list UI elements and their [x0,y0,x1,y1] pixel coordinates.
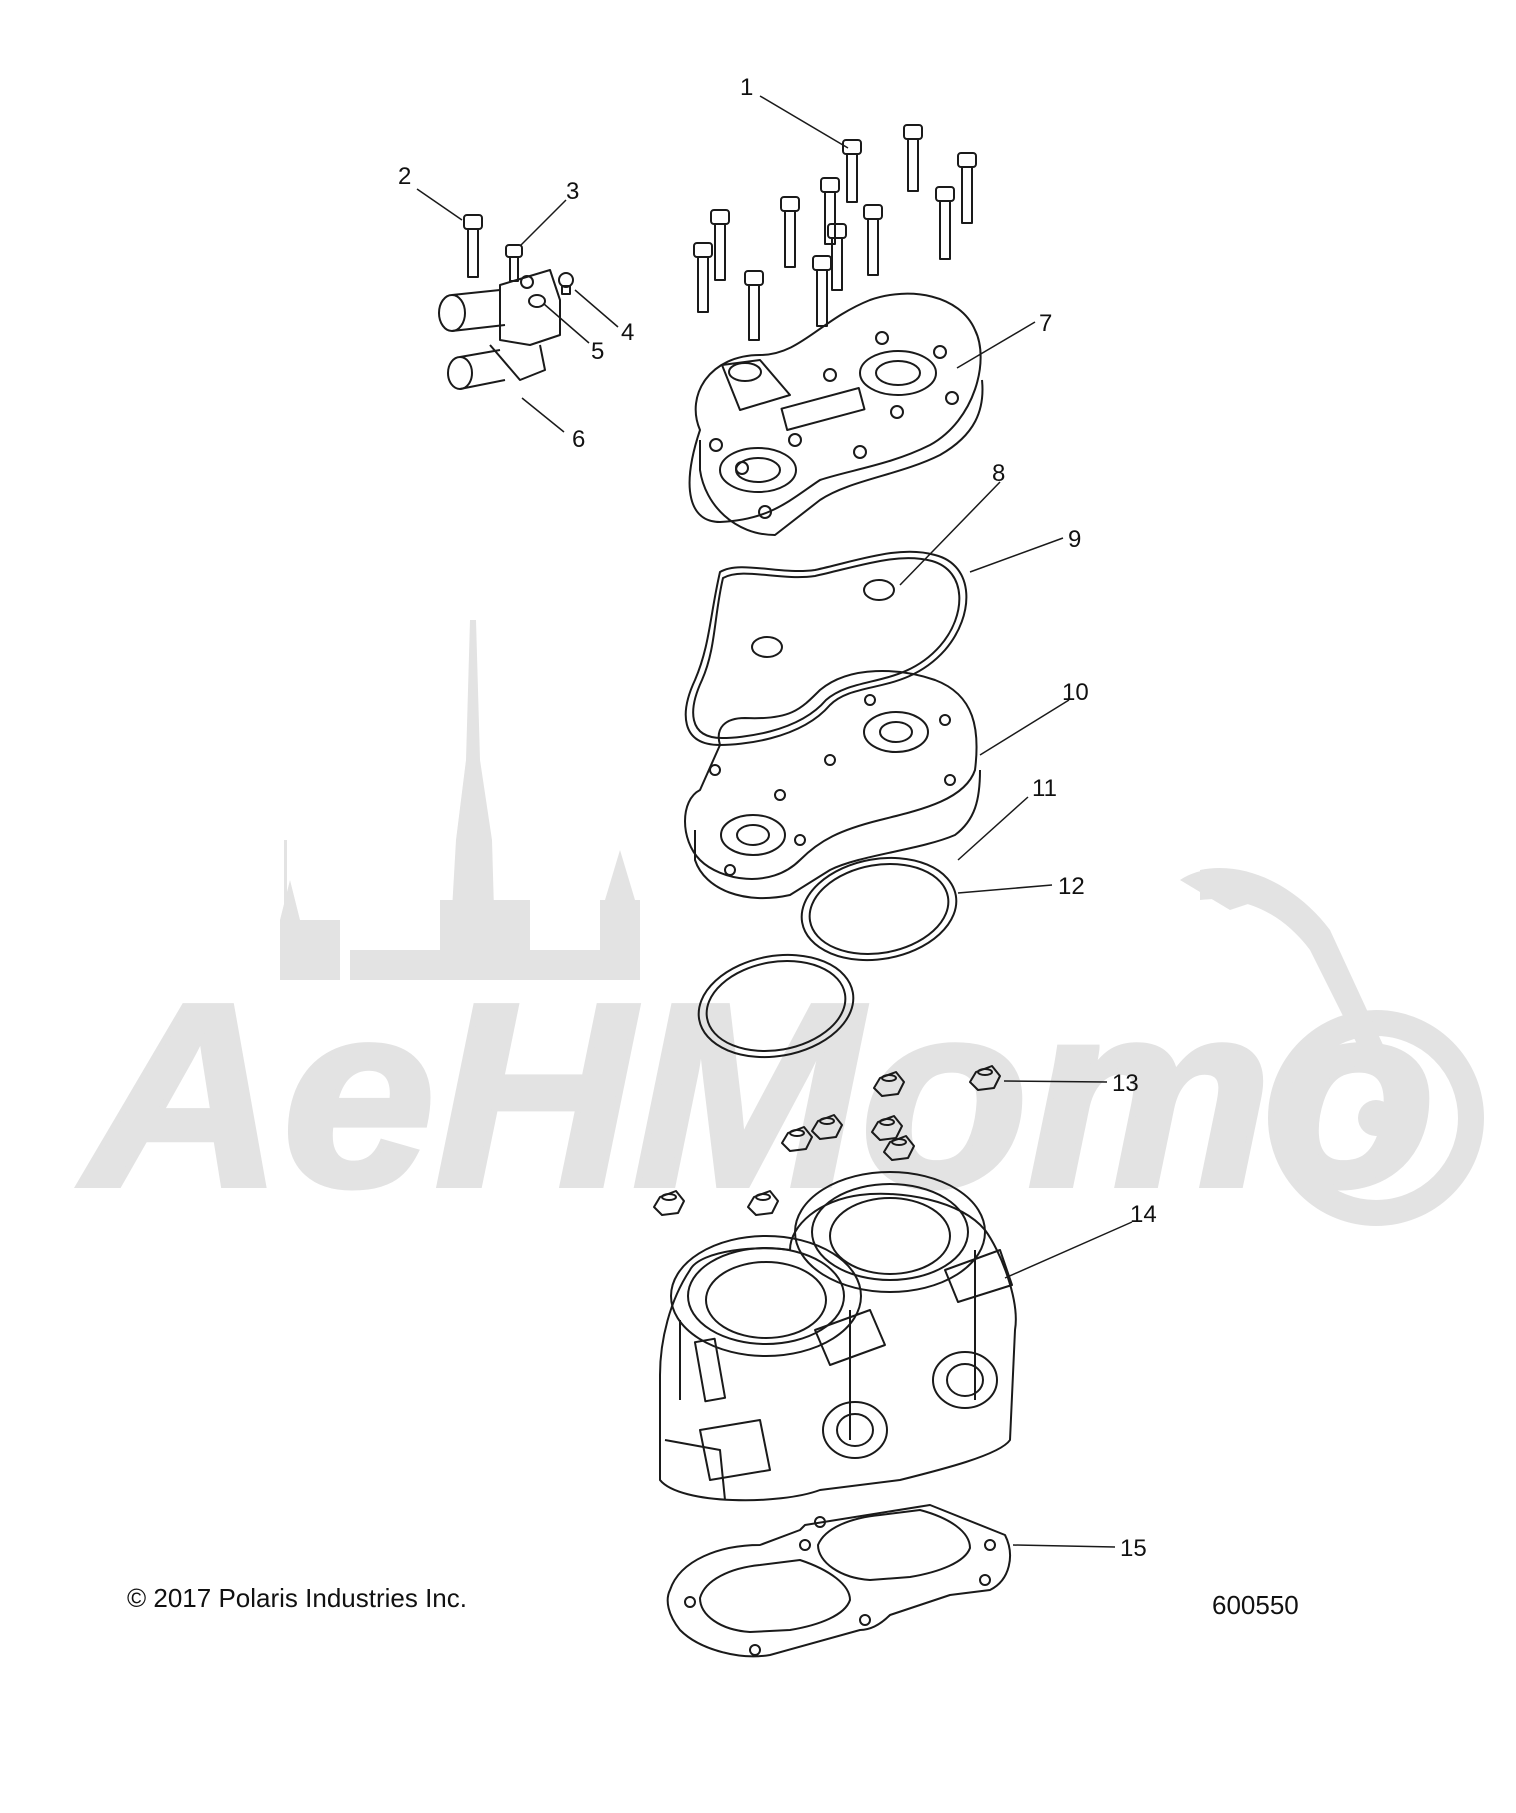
callout-6: 6 [572,426,585,453]
parts [416,95,1133,1658]
small-o-ring [751,636,783,658]
head-bolt [744,270,764,341]
head-bolt [693,242,713,313]
head-cover [688,292,984,536]
flange-nut [653,1190,685,1216]
head-bolt [710,209,730,281]
callout-4: 4 [621,319,634,346]
cylinder-block [659,1171,1017,1502]
flange-nut [811,1114,843,1140]
callout-7: 7 [1039,310,1052,337]
cylinder-o-ring-rear [800,856,958,962]
cylinder-base-gaskets [666,1504,1011,1658]
diagram-number: 600550 [1212,1590,1299,1620]
flange-nut [873,1071,905,1097]
flange-nut [969,1065,1001,1091]
callout-5: 5 [591,338,604,365]
head-bolt [812,255,832,327]
head-bolt [842,139,862,203]
callout-1: 1 [740,74,753,101]
head-bolt [903,124,923,192]
outlet-bolt-short [505,244,523,282]
watermark: AeHMoто [73,620,1484,1244]
callout-10: 10 [1062,679,1089,706]
head-o-ring [684,550,968,746]
callout-9: 9 [1068,526,1081,553]
watermark-text: AeHMoто [76,951,1435,1241]
watermark-skyline [280,620,640,980]
callout-12: 12 [1058,873,1085,900]
watermark-motorcycle [1180,868,1484,1226]
flange-nuts [653,1065,1001,1216]
flange-nut [747,1190,779,1216]
cylinder-o-ring-front [697,953,855,1059]
leader-lines [416,95,1133,1548]
callout-3: 3 [566,178,579,205]
callout-2: 2 [398,163,411,190]
callout-labels: 1 2 3 4 5 6 7 8 9 10 11 12 13 14 15 [398,74,1157,1562]
outlet-bolt-long [463,214,483,278]
bleed-screw [558,272,574,295]
flange-nut [883,1135,915,1161]
sealing-washer [528,294,546,308]
cylinder-head [684,670,981,900]
callout-11: 11 [1032,775,1057,802]
callout-8: 8 [992,460,1005,487]
callout-13: 13 [1112,1070,1139,1097]
water-outlet [438,269,561,390]
flange-nut [781,1126,813,1152]
head-bolt [935,186,955,260]
head-bolt [820,177,840,245]
flange-nut [871,1115,903,1141]
callout-15: 15 [1120,1535,1147,1562]
head-bolt [780,196,800,268]
small-o-ring [863,579,895,601]
head-bolt [957,152,977,224]
head-bolt [863,204,883,276]
copyright-notice: © 2017 Polaris Industries Inc. [127,1583,467,1613]
callout-14: 14 [1130,1201,1157,1228]
head-bolts [693,124,977,341]
